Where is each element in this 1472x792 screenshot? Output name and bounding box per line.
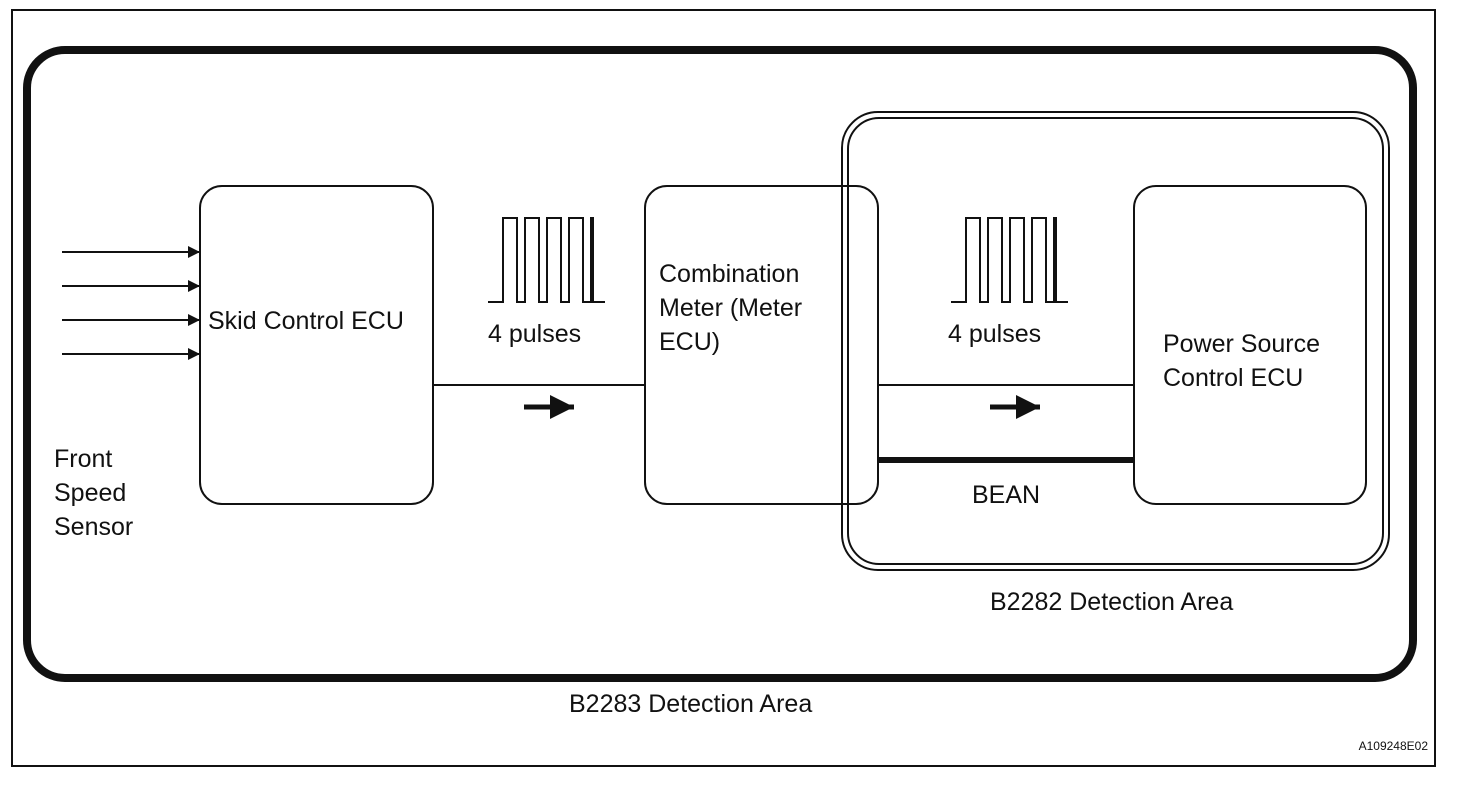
skid-control-ecu-label: Skid Control ECU xyxy=(208,307,404,335)
skid-control-ecu-box xyxy=(199,185,434,505)
pulse-waveform-1 xyxy=(488,217,605,303)
pulse-count-label-1: 4 pulses xyxy=(488,320,581,348)
combination-meter-label: Combination Meter (Meter ECU) xyxy=(659,260,809,356)
power-source-control-ecu-label: Power Source Control ECU xyxy=(1163,330,1327,392)
combination-meter-box xyxy=(644,185,879,505)
pulse-waveform-2 xyxy=(951,217,1068,303)
b2283-detection-area-boundary xyxy=(23,46,1417,682)
b2282-boundary-crossing xyxy=(841,150,849,530)
figure-code: A109248E02 xyxy=(1359,739,1429,753)
front-speed-sensor-label: Front Speed Sensor xyxy=(54,445,133,541)
bean-label: BEAN xyxy=(972,481,1040,509)
pulse-count-label-2: 4 pulses xyxy=(948,320,1041,348)
figure-frame xyxy=(11,9,1436,767)
b2282-detection-area-label: B2282 Detection Area xyxy=(990,588,1233,616)
sensor-input-arrows xyxy=(62,246,200,360)
power-source-control-ecu-box xyxy=(1133,185,1367,505)
b2283-detection-area-label: B2283 Detection Area xyxy=(569,690,812,718)
